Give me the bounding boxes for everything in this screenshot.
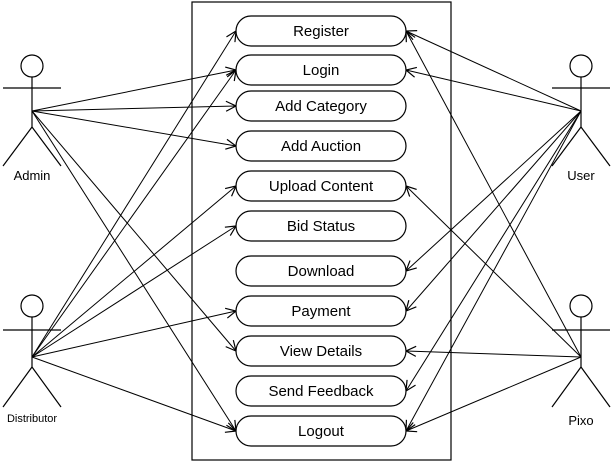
use-case-label: Register — [293, 23, 349, 40]
use-case-oval — [235, 375, 407, 407]
association-user-login — [406, 70, 582, 112]
use-case-label: Upload Content — [269, 178, 374, 195]
association-user-payment — [406, 110, 582, 311]
association-admin-add-auction — [31, 110, 236, 146]
use-case-download: Download — [235, 255, 407, 287]
association-user-register — [406, 31, 582, 112]
actor-label-distributor: Distributor — [7, 413, 57, 425]
association-admin-login — [31, 70, 236, 112]
use-case-oval — [235, 130, 407, 162]
association-pixo-view-details — [406, 351, 582, 358]
stick-figure-icon — [2, 54, 62, 167]
actor-admin: Admin — [2, 54, 62, 183]
use-case-payment: Payment — [235, 295, 407, 327]
association-user-send-feedback — [406, 110, 582, 391]
use-case-add-auction: Add Auction — [235, 130, 407, 162]
actor-distributor: Distributor — [2, 294, 62, 425]
use-case-label: Payment — [291, 303, 351, 320]
actor-label-pixo: Pixo — [568, 413, 593, 428]
association-admin-view-details — [31, 110, 236, 351]
association-pixo-register — [406, 31, 582, 358]
actor-user: User — [551, 54, 611, 183]
system-boundary — [191, 1, 452, 461]
actor-pixo: Pixo — [551, 294, 611, 428]
use-case-label: View Details — [280, 343, 362, 360]
use-case-login: Login — [235, 54, 407, 86]
use-case-send-feedback: Send Feedback — [235, 375, 407, 407]
use-case-add-category: Add Category — [235, 90, 407, 122]
association-distributor-logout — [31, 356, 236, 431]
actor-label-user: User — [567, 168, 595, 183]
association-distributor-upload-content — [31, 186, 236, 358]
use-case-upload-content: Upload Content — [235, 170, 407, 202]
use-case-bid-status: Bid Status — [235, 210, 407, 242]
use-case-label: Add Category — [275, 98, 367, 115]
actor-label-admin: Admin — [14, 168, 51, 183]
use-case-oval — [235, 170, 407, 202]
association-lines — [31, 31, 582, 431]
use-case-label: Send Feedback — [268, 383, 374, 400]
use-case-view-details: View Details — [235, 335, 407, 367]
association-distributor-register — [31, 31, 236, 358]
use-case-oval — [235, 15, 407, 47]
use-case-oval — [235, 210, 407, 242]
use-case-oval — [235, 335, 407, 367]
association-admin-add-category — [31, 106, 236, 111]
association-distributor-bid-status — [31, 226, 236, 358]
association-pixo-logout — [406, 356, 582, 431]
stick-figure-icon — [551, 294, 611, 408]
association-pixo-upload-content — [406, 186, 582, 358]
stick-figure-icon — [2, 294, 62, 408]
association-user-download — [406, 110, 582, 271]
use-case-oval — [235, 90, 407, 122]
use-case-label: Login — [303, 62, 340, 79]
use-case-logout: Logout — [235, 415, 407, 447]
association-distributor-payment — [31, 311, 236, 358]
use-case-oval — [235, 54, 407, 86]
use-case-label: Bid Status — [287, 218, 355, 235]
use-case-label: Logout — [298, 423, 345, 440]
use-case-oval — [235, 255, 407, 287]
stick-figure-icon — [551, 54, 611, 167]
use-case-register: Register — [235, 15, 407, 47]
association-distributor-login — [31, 70, 236, 358]
use-case-label: Download — [288, 263, 355, 280]
use-case-oval — [235, 415, 407, 447]
use-case-label: Add Auction — [281, 138, 361, 155]
use-case-oval — [235, 295, 407, 327]
